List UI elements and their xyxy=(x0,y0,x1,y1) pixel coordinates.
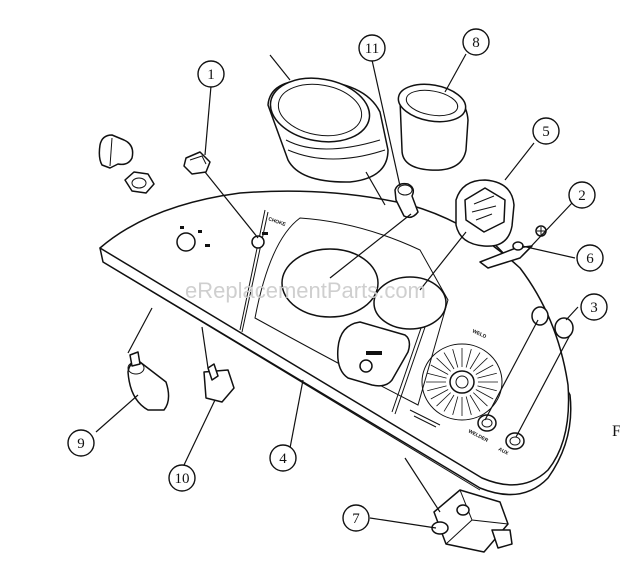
callout-circle xyxy=(576,244,604,272)
callout-number: 2 xyxy=(578,188,586,204)
callout-4: 4 xyxy=(269,444,297,472)
ignition-nut-part xyxy=(124,171,155,194)
circuit-breaker-part xyxy=(431,489,513,553)
aux-label: AUX xyxy=(497,446,510,457)
callout-circle xyxy=(580,293,608,321)
callout-number: 4 xyxy=(279,451,287,467)
callout-number: 6 xyxy=(586,251,594,267)
callout-circle xyxy=(67,429,95,457)
dial-tick xyxy=(436,357,451,372)
watermark: eReplacementParts.com xyxy=(185,278,426,303)
dial-tick xyxy=(477,385,497,392)
callout-circle xyxy=(197,60,225,88)
weld-current-dial: WELD xyxy=(421,328,503,421)
dial-tick xyxy=(452,349,459,368)
dashboard-panel: CHOKE WELD WELDER AUX xyxy=(99,190,572,496)
callout-6: 6 xyxy=(576,244,604,272)
dial-tick xyxy=(475,389,494,400)
dial-tick xyxy=(430,389,449,400)
callout-number: 3 xyxy=(590,300,598,316)
callout-1: 1 xyxy=(197,60,225,88)
callout-number: 5 xyxy=(542,124,550,140)
callout-number: 10 xyxy=(175,471,190,487)
callout-7: 7 xyxy=(342,504,370,532)
callout-10: 10 xyxy=(168,464,196,492)
callout-3: 3 xyxy=(580,293,608,321)
dial-tick xyxy=(430,364,449,375)
dial-tick xyxy=(452,396,459,415)
dial-tick xyxy=(427,372,447,379)
callout-11: 11 xyxy=(358,34,386,62)
dial-tick xyxy=(465,349,472,368)
callout-9: 9 xyxy=(67,429,95,457)
callout-circle xyxy=(358,34,386,62)
rotary-switch-part xyxy=(127,351,170,411)
receptacle-caps-part xyxy=(531,306,574,339)
callout-circle xyxy=(568,181,596,209)
callout-circle xyxy=(168,464,196,492)
callout-2: 2 xyxy=(568,181,596,209)
callout-circle xyxy=(269,444,297,472)
large-gauge-part xyxy=(267,77,389,183)
dial-tick xyxy=(475,364,494,375)
ignition-key-part xyxy=(98,134,134,169)
callout-number: 8 xyxy=(472,35,480,51)
dial-tick xyxy=(473,392,488,407)
dial-tick xyxy=(477,372,497,379)
callout-circle xyxy=(342,504,370,532)
indicator-label-mark xyxy=(366,351,382,355)
callout-8: 8 xyxy=(462,28,490,56)
ignition-switch-hole xyxy=(176,232,196,252)
leader-lines xyxy=(95,53,579,529)
dial-tick xyxy=(465,396,472,415)
dial-tick xyxy=(469,394,481,412)
indicator-lamp-part xyxy=(394,182,419,219)
dial-tick xyxy=(427,385,447,392)
small-gauge-part xyxy=(397,83,469,171)
screw-part xyxy=(535,225,547,237)
dial-tick xyxy=(473,357,488,372)
callout-number: 9 xyxy=(77,436,85,452)
callout-number: 7 xyxy=(352,511,360,527)
dial-tick xyxy=(443,394,455,412)
callout-number: 1 xyxy=(207,67,215,83)
dial-tick xyxy=(469,352,481,370)
callout-number: 11 xyxy=(365,41,379,57)
fuel-cap-part xyxy=(455,179,515,247)
edge-letter: F xyxy=(612,423,620,440)
dial-tick xyxy=(436,392,451,407)
callout-circle xyxy=(532,117,560,145)
choke-knob-hole xyxy=(251,235,265,249)
choke-knob-part xyxy=(183,151,211,175)
dial-title: WELD xyxy=(471,328,487,340)
callout-circle xyxy=(462,28,490,56)
dial-tick xyxy=(443,352,455,370)
toggle-switch-part xyxy=(203,363,235,403)
callout-5: 5 xyxy=(532,117,560,145)
